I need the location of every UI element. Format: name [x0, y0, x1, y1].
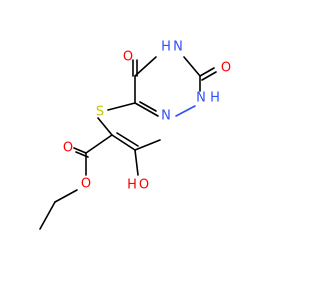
bond-calpha-ccarbonyl: [85, 134, 113, 154]
bond-c5-n4: [134, 56, 157, 77]
bond-cbeta-oh: [134, 149, 139, 176]
bond-cbeta-methyl: [134, 139, 161, 151]
atom-labels: O O H N S N N H O O O H: [63, 40, 231, 193]
atom-o-carbonyl: O: [63, 141, 73, 156]
molecule-structure: O O H N S N N H O O O H: [39, 40, 231, 230]
bond-c3-n4: [183, 56, 201, 77]
bond-ch2-ch3: [39, 201, 56, 230]
bond-s-calpha: [97, 117, 113, 136]
atom-h-n2: H: [210, 91, 220, 106]
chain-bonds: [39, 132, 161, 230]
atom-h-n4: H: [161, 40, 171, 55]
bond-carbonyl-o: [73, 147, 87, 154]
bond-c6-s: [107, 102, 136, 111]
bond-n1-n2: [175, 105, 196, 117]
bond-calpha-cbeta: [111, 134, 136, 151]
bond-calpha-cbeta-double: [116, 132, 139, 147]
bond-oester-ch2: [54, 189, 78, 203]
atom-o-ester: O: [81, 177, 91, 192]
atom-o-right: O: [221, 61, 231, 76]
molecule-canvas: O O H N S N N H O O O H: [39, 40, 231, 230]
atom-n1: N: [161, 109, 171, 124]
ring-bonds: [132, 56, 217, 117]
atom-n4: N: [173, 40, 183, 55]
atom-s: S: [96, 105, 104, 120]
atom-h-enol: H: [127, 178, 137, 193]
atom-o-enol: O: [139, 178, 149, 193]
bond-c6-n1-double: [139, 101, 157, 112]
bond-c3-o-double: [201, 71, 217, 81]
atom-o-upper: O: [123, 50, 133, 65]
bond-c6-n1: [134, 102, 159, 117]
bond-c3-o: [199, 67, 215, 77]
atom-n2: N: [196, 91, 206, 106]
